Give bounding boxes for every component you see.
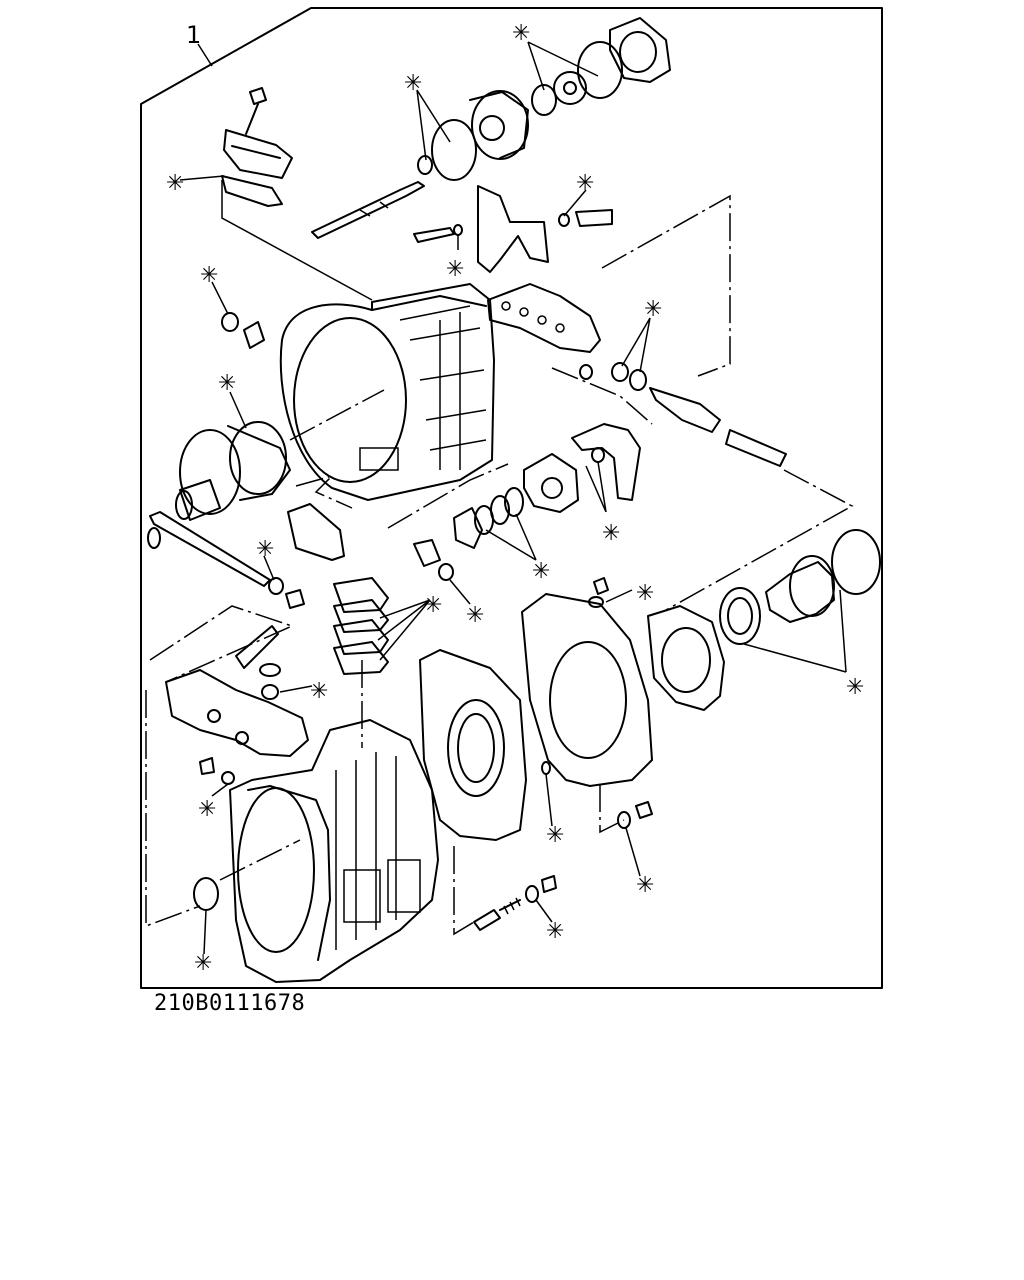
kit-markers: ✳ ✳ ✳ ✳ ✳ ✳ ✳ ✳ ✳ ✳ ✳ ✳ ✳ ✳ ✳ ✳ ✳ ✳ ✳ ✳ … (166, 21, 864, 976)
drive-cover-group (311, 90, 529, 239)
kit-marker: ✳ (446, 257, 464, 282)
assembly-frame (140, 7, 883, 989)
assembly-leader (197, 43, 213, 67)
kit-marker: ✳ (636, 873, 654, 898)
output-flange-group (647, 529, 881, 711)
detent-group (473, 801, 653, 931)
mounting-bracket (487, 283, 601, 380)
rear-cover (521, 577, 653, 787)
assembly-number: 1 (186, 21, 201, 49)
intermediate-plate (419, 649, 551, 841)
left-bushings (175, 312, 291, 521)
shift-rod (147, 511, 305, 609)
flange-group (531, 17, 671, 116)
bell-housing (279, 283, 495, 501)
kit-marker: ✳ (602, 521, 620, 546)
kit-marker: ✳ (846, 675, 864, 700)
kit-marker: ✳ (466, 603, 484, 628)
assembly-lines (145, 194, 854, 936)
right-shaft-group (611, 362, 787, 467)
kit-marker: ✳ (194, 951, 212, 976)
shift-fork-upper (413, 185, 613, 273)
top-cover-group (221, 87, 373, 301)
kit-marker: ✳ (256, 537, 274, 562)
kit-marker: ✳ (576, 171, 594, 196)
kit-marker: ✳ (166, 171, 184, 196)
kit-marker: ✳ (546, 919, 564, 944)
kit-marker: ✳ (198, 797, 216, 822)
kit-leaders (179, 41, 847, 955)
kit-marker: ✳ (404, 71, 422, 96)
shift-fork-lower (413, 423, 641, 581)
kit-marker: ✳ (532, 559, 550, 584)
kit-marker: ✳ (636, 581, 654, 606)
kit-marker: ✳ (644, 297, 662, 322)
figure-id: 210B0111678 (154, 991, 306, 1016)
kit-marker: ✳ (218, 371, 236, 396)
kit-marker: ✳ (200, 263, 218, 288)
kit-marker: ✳ (310, 679, 328, 704)
exploded-parts-diagram: 1 (140, 7, 883, 989)
kit-marker: ✳ (512, 21, 530, 46)
kit-marker: ✳ (424, 593, 442, 618)
gasket-plate (287, 503, 389, 675)
shift-tower (165, 625, 309, 757)
kit-marker: ✳ (546, 823, 564, 848)
transmission-case (193, 719, 439, 983)
